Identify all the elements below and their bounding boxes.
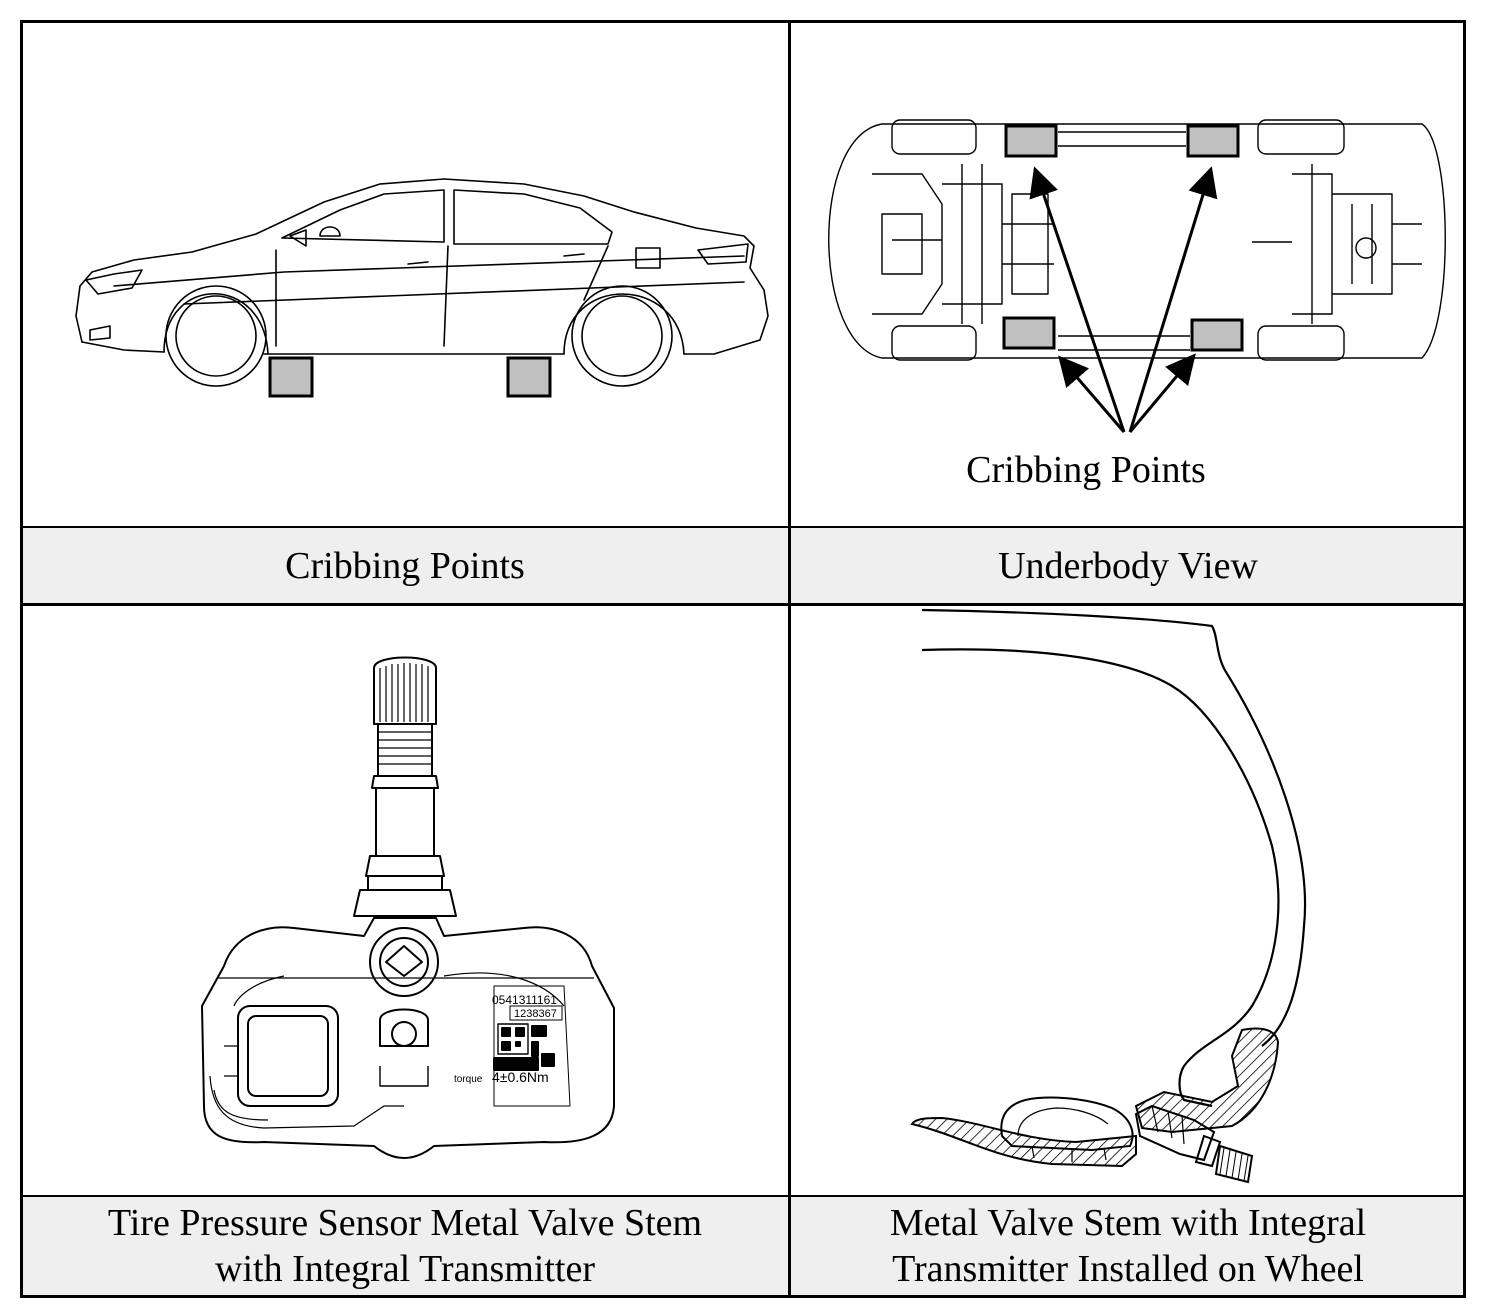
cribbing-arrows	[1029, 166, 1218, 433]
wheel-valve-cross-section-icon	[910, 608, 1307, 1184]
wheel-caption-line-1: Metal Valve Stem with Integral	[889, 1202, 1367, 1244]
table-divider-row-3	[20, 1195, 1466, 1197]
table-divider-vertical	[788, 20, 791, 1298]
cribbing-block-front	[268, 356, 314, 398]
sensor-figure: 0541311161 1238367 torque 4±0.6Nm	[24, 606, 788, 1195]
table-divider-row-1	[20, 526, 1466, 528]
wheel-figure	[792, 606, 1462, 1195]
wheel-caption: Metal Valve Stem with Integral Transmitt…	[792, 1197, 1464, 1295]
underbody-callout-label: Cribbing Points	[966, 449, 1206, 491]
wheel-caption-line-2: Transmitter Installed on Wheel	[892, 1248, 1364, 1290]
car-side-caption: Cribbing Points	[285, 545, 525, 587]
table-border-left	[20, 20, 23, 1298]
cribbing-block-rear-left	[1186, 124, 1240, 158]
tire-pressure-sensor-icon: 0541311161 1238367 torque 4±0.6Nm	[201, 656, 615, 1159]
sensor-caption-line-2: with Integral Transmitter	[215, 1248, 595, 1290]
cribbing-block-rear-right	[1190, 318, 1244, 352]
caption-row-background-top	[22, 528, 1464, 604]
sensor-caption: Tire Pressure Sensor Metal Valve Stem wi…	[22, 1197, 788, 1295]
cribbing-block-front-right	[1002, 316, 1056, 350]
cribbing-block-front-left	[1004, 124, 1058, 158]
cribbing-block-rear	[506, 356, 552, 398]
underbody-caption: Underbody View	[998, 545, 1258, 587]
table-border-right	[1463, 20, 1466, 1298]
car-side-figure	[24, 24, 788, 526]
table-border-top	[20, 20, 1466, 23]
sensor-caption-line-1: Tire Pressure Sensor Metal Valve Stem	[107, 1202, 703, 1244]
sensor-torque-value: 4±0.6Nm	[492, 1069, 549, 1085]
car-side-icon	[75, 178, 769, 398]
table-border-bottom	[20, 1295, 1466, 1298]
sensor-torque-prefix: torque	[454, 1074, 483, 1085]
table-divider-row-2	[20, 603, 1466, 606]
underbody-figure: Cribbing Points	[792, 24, 1462, 526]
car-underbody-icon	[828, 119, 1446, 433]
sensor-serial: 1238367	[514, 1008, 557, 1020]
caption-row-background-bottom	[22, 1197, 1464, 1295]
sensor-part-number: 0541311161	[492, 993, 557, 1007]
